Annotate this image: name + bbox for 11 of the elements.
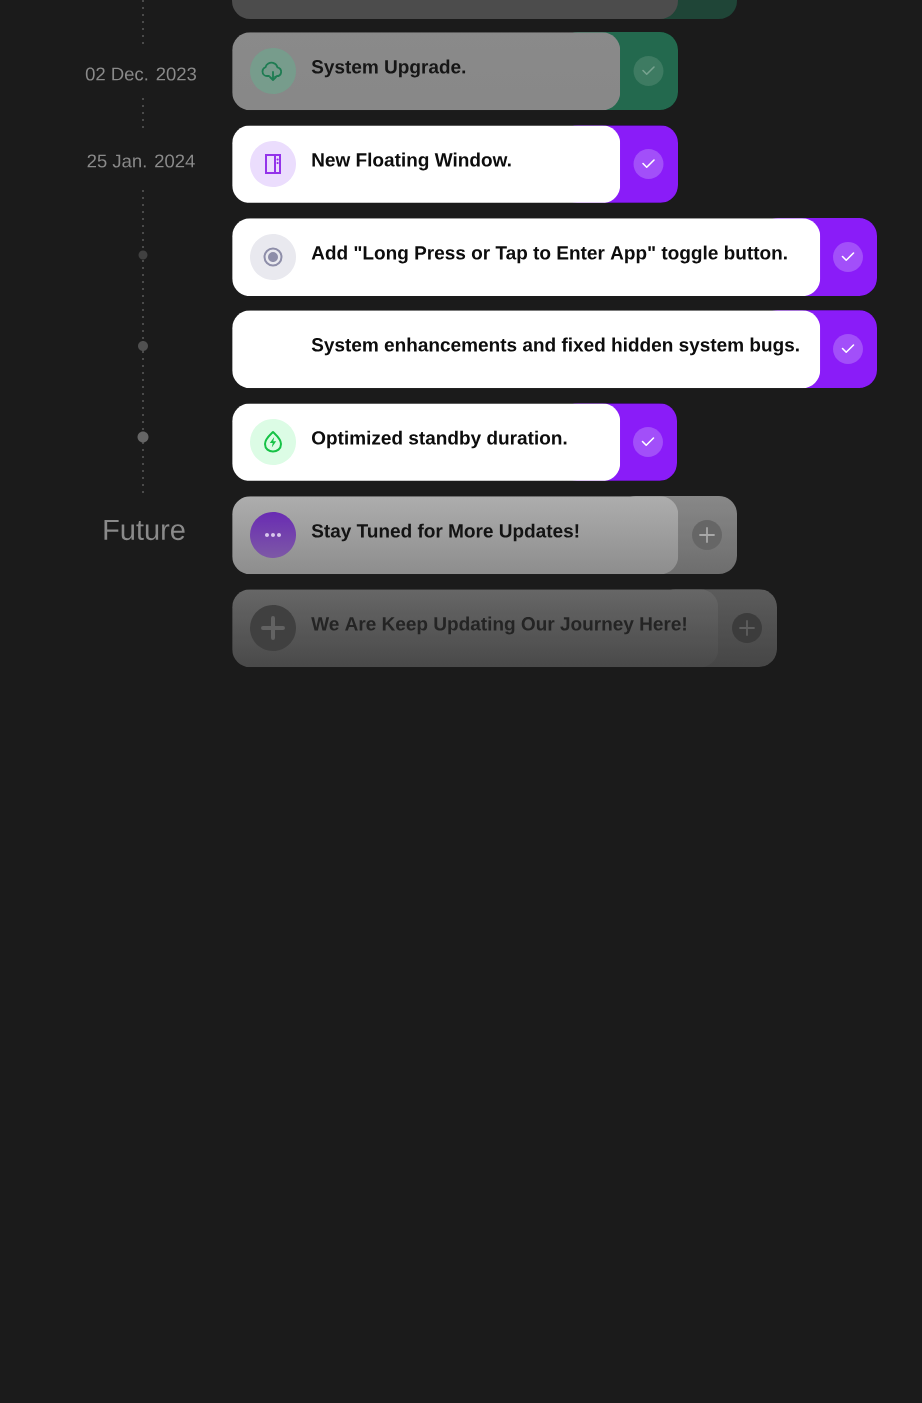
update-card: Optimized standby duration. (232, 403, 677, 481)
update-card: System Upgrade. (232, 32, 678, 111)
update-card: System enhancements and fixed hidden system bugs. (232, 310, 877, 389)
timeline-heading: Future (104, 519, 185, 541)
update-card: New Floating Window. (232, 125, 678, 203)
update-card: Add "Long Press or Tap to Enter App" toggle button. (232, 218, 877, 297)
update-card: We Are Keep Updating Our Journey Here! (232, 589, 777, 668)
date-label: 25 Jan. 2024 (87, 154, 195, 168)
update-card (232, 0, 737, 19)
date-label: 02 Dec. 2023 (85, 67, 197, 81)
update-card: Stay Tuned for More Updates! (232, 496, 737, 575)
